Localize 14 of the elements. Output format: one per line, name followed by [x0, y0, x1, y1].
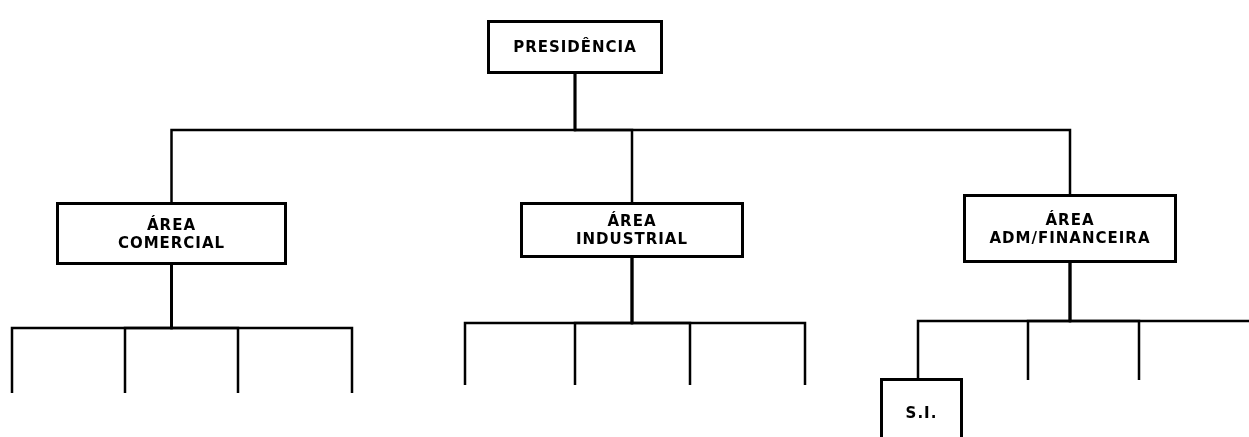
connector-line	[1068, 263, 1249, 323]
org-box	[880, 378, 963, 437]
box-label: S.I.	[905, 404, 938, 422]
org-box	[520, 202, 744, 258]
connector-line	[630, 258, 807, 385]
connector-line	[573, 74, 1072, 194]
box-label: PRESIDÊNCIA	[513, 38, 637, 56]
org-box	[963, 194, 1177, 263]
box-label: ÁREA COMERCIAL	[116, 215, 227, 252]
box-label: ÁREA INDUSTRIAL	[574, 212, 690, 248]
org-box	[487, 20, 663, 74]
org-box	[56, 202, 287, 265]
box-label: ÁREA ADM/FINANCEIRA	[988, 210, 1152, 247]
connector-line	[170, 265, 354, 393]
